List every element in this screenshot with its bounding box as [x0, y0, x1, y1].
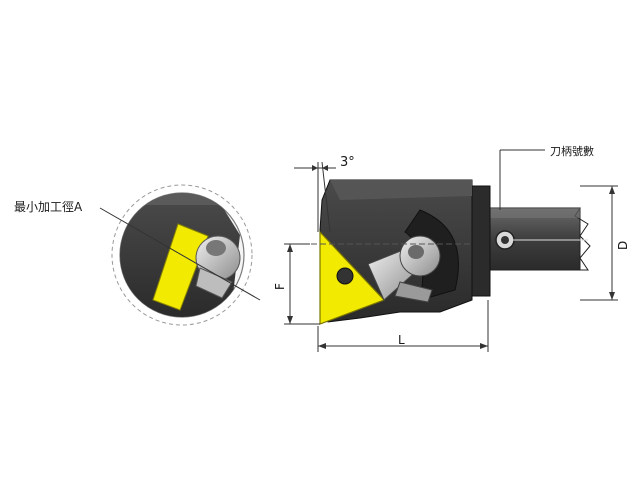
dim-L-label: L [398, 333, 405, 347]
angle-label: 3° [340, 155, 355, 170]
insert-hole [336, 267, 354, 285]
detail-view: 最小加工徑A [14, 184, 261, 326]
detail-leader-line [99, 207, 261, 301]
dim-D-label: D [616, 241, 630, 250]
flange [471, 185, 491, 297]
detail-outer-dashed-circle [111, 184, 253, 326]
dimensions [284, 149, 618, 352]
detail-insert [152, 223, 209, 311]
dim-F-label: F [273, 283, 287, 290]
min-bore-label: 最小加工徑A [14, 200, 83, 214]
tool-holder [319, 179, 591, 325]
shank-code-label: 刀柄號數 [550, 145, 594, 158]
